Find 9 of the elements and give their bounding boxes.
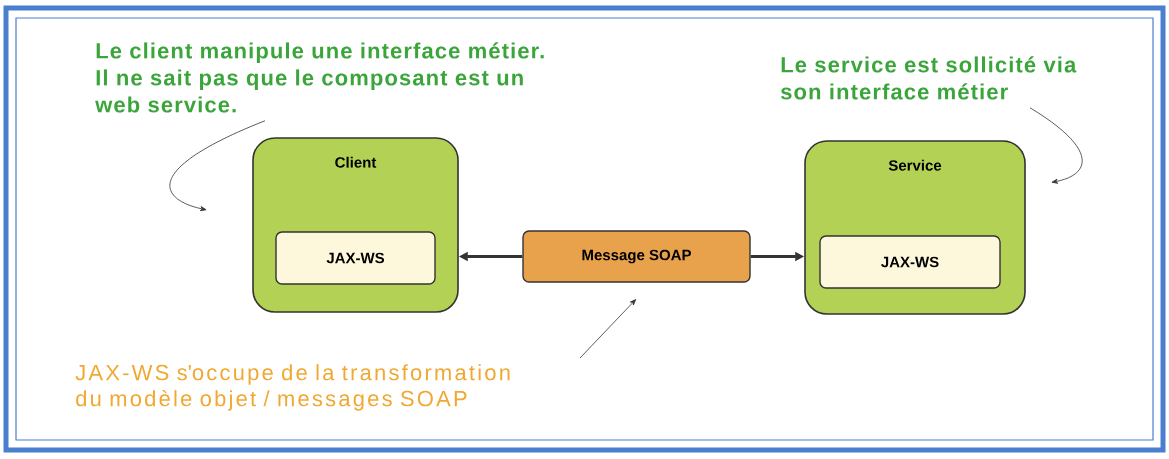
arrow [1029,107,1083,184]
arrow [169,120,266,212]
arrow [579,299,637,359]
note-text: Le service est sollicité via son interface métier [781,56,1077,100]
note-text: Le client manipule une interface métier. Il ne sait pas que le composant est un web service. [95,42,544,113]
label-box: JAX-WS [275,231,436,285]
note-text: JAX-WS s'occupe de la transformation du modèle objet / messages SOAP [75,364,510,411]
message-box: Message SOAP [522,230,751,283]
label-box: JAX-WS [819,235,1001,289]
